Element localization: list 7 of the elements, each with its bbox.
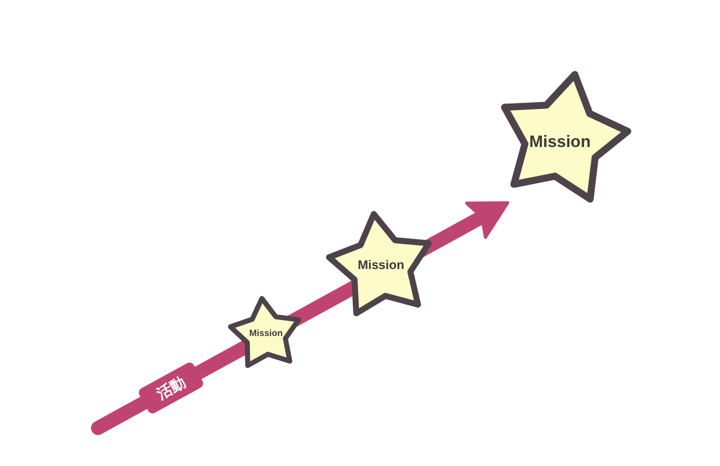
star-shape xyxy=(500,70,631,202)
node-title: Mission xyxy=(358,259,404,273)
node-title: Mission xyxy=(249,329,283,339)
star-shape xyxy=(228,296,302,368)
star-shape xyxy=(326,210,432,316)
node-title: Mission xyxy=(529,132,591,152)
edge-label: 活動 xyxy=(137,360,205,416)
